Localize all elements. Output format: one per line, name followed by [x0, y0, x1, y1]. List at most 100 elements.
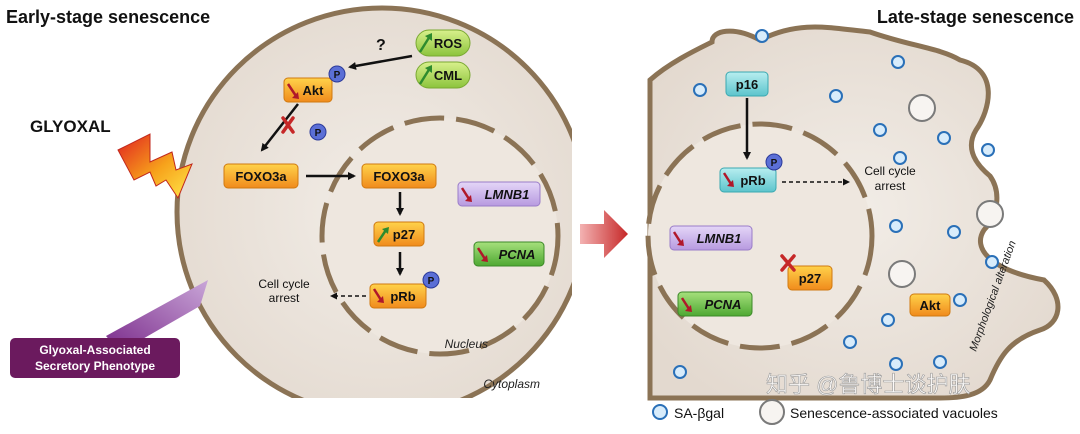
down-arrow-head: [292, 92, 299, 99]
sa-bgal-dot: [843, 335, 857, 349]
sa-bgal-dot: [893, 151, 907, 165]
phenotype-line2: Secretory Phenotype: [35, 359, 155, 373]
cell-cycle-arrest-line1: Cell cycle: [258, 277, 310, 291]
down-arrow-head: [377, 296, 384, 303]
sa-bgal-dot: [881, 313, 895, 327]
left-panel: Early-stage senescence GLYOXAL Glyoxal-A…: [6, 0, 575, 400]
foxo3a-nuc-label: FOXO3a: [373, 169, 425, 184]
p27-late-label: p27: [799, 271, 821, 286]
cml-label: CML: [434, 68, 462, 83]
phospho-label: P: [334, 70, 341, 81]
ros-to-akt-arrow: [348, 54, 413, 70]
pcna-late-box: [677, 291, 753, 317]
prb-label: pRb: [390, 289, 415, 304]
foxo3a-cyto-label: FOXO3a: [235, 169, 287, 184]
up-arrow-icon: [418, 67, 432, 85]
phenotype-box: [10, 338, 180, 378]
phospho-label: P: [771, 158, 778, 169]
up-arrow-head: [382, 227, 389, 234]
sa-bgal-dot: [673, 365, 687, 379]
right-title: Late-stage senescence: [877, 7, 1074, 27]
sa-bgal-dot: [755, 29, 769, 43]
down-arrow-icon: [286, 83, 298, 97]
up-arrow-icon: [376, 229, 388, 243]
down-arrow-head: [481, 255, 488, 262]
down-arrow-icon: [460, 187, 471, 200]
up-arrow-icon: [418, 35, 432, 53]
pcna-label: PCNA: [499, 247, 536, 262]
akt-to-foxo-arrow: [260, 103, 299, 152]
p27-late-box: [787, 265, 833, 291]
p16-label: p16: [736, 77, 758, 92]
cell-cycle-arrest-line2: arrest: [269, 291, 300, 305]
cell-cycle-arrest-line2: arrest: [875, 179, 906, 193]
sa-bgal-dot: [947, 225, 961, 239]
phenotype-line1: Glyoxal-Associated: [39, 343, 150, 357]
down-arrow-icon: [372, 288, 383, 301]
watermark: 知乎 @鲁博士谈护肤: [766, 372, 970, 397]
nuclear-envelope: [319, 115, 561, 357]
sa-bgal-dot: [937, 131, 951, 145]
phospho-label: P: [315, 128, 322, 139]
phospho-label: P: [428, 276, 435, 287]
sa-bgal-dot: [953, 293, 967, 307]
akt-late-label: Akt: [920, 298, 942, 313]
legend-vacuole-swatch: [759, 399, 785, 425]
down-arrow-icon: [722, 172, 733, 185]
sa-bgal-dot: [889, 357, 903, 371]
nucleus-label: Nucleus: [445, 337, 488, 351]
sa-bgal-dot: [829, 89, 843, 103]
vacuole: [908, 94, 936, 122]
down-arrow-head: [677, 239, 684, 246]
legend: SA-βgal Senescence-associated vacuoles: [652, 399, 998, 425]
sa-bgal-dot: [981, 143, 995, 157]
sa-bgal-dot: [693, 83, 707, 97]
foxo3a-cyto-box: [223, 163, 299, 189]
cell-cycle-arrest-line1: Cell cycle: [864, 164, 916, 178]
p16-box: [725, 71, 769, 97]
legend-sa-bgal-swatch: [652, 404, 668, 420]
prb-late-box: [719, 167, 777, 193]
lmnb1-label: LMNB1: [485, 187, 530, 202]
question-mark: ?: [376, 37, 386, 54]
phospho-circle: [328, 65, 346, 83]
right-panel: Late-stage senescence: [645, 7, 1074, 401]
inhibition-x-icon: [281, 116, 295, 134]
cytoplasm-label: Cytoplasm: [483, 377, 540, 391]
vacuoles: [888, 94, 1004, 288]
sa-bgal-dot: [933, 355, 947, 369]
down-arrow-head: [685, 305, 692, 312]
akt-late-box: [909, 293, 951, 317]
down-arrow-icon: [680, 297, 691, 310]
phospho-circle: [422, 271, 440, 289]
prb-box: [369, 283, 427, 309]
left-title: Early-stage senescence: [6, 7, 210, 27]
ros-label: ROS: [434, 36, 463, 51]
prb-late-label: pRb: [740, 173, 765, 188]
akt-label: Akt: [303, 83, 325, 98]
legend-vacuole-label: Senescence-associated vacuoles: [790, 405, 998, 421]
panel-border: [572, 0, 575, 400]
pcna-box: [473, 241, 545, 267]
nuclear-envelope: [645, 121, 875, 351]
vacuole: [976, 200, 1004, 228]
sa-bgal-dot: [889, 219, 903, 233]
legend-sa-bgal-label: SA-βgal: [674, 405, 724, 421]
pcna-late-label: PCNA: [705, 297, 742, 312]
inhibition-x-icon: [780, 254, 796, 272]
lmnb1-box: [457, 181, 541, 207]
down-arrow-icon: [672, 231, 683, 244]
vacuole: [888, 260, 916, 288]
down-arrow-head: [465, 195, 472, 202]
phenotype-cone: [106, 280, 208, 352]
sa-bgal-dot: [891, 55, 905, 69]
sa-bgal-dot: [873, 123, 887, 137]
down-arrow-head: [727, 180, 734, 187]
transition-arrow: [580, 210, 628, 258]
foxo3a-nuc-box: [361, 163, 437, 189]
up-arrow-head: [425, 33, 432, 41]
p27-label: p27: [393, 227, 415, 242]
phospho-circle: [765, 153, 783, 171]
down-arrow-icon: [476, 247, 487, 260]
